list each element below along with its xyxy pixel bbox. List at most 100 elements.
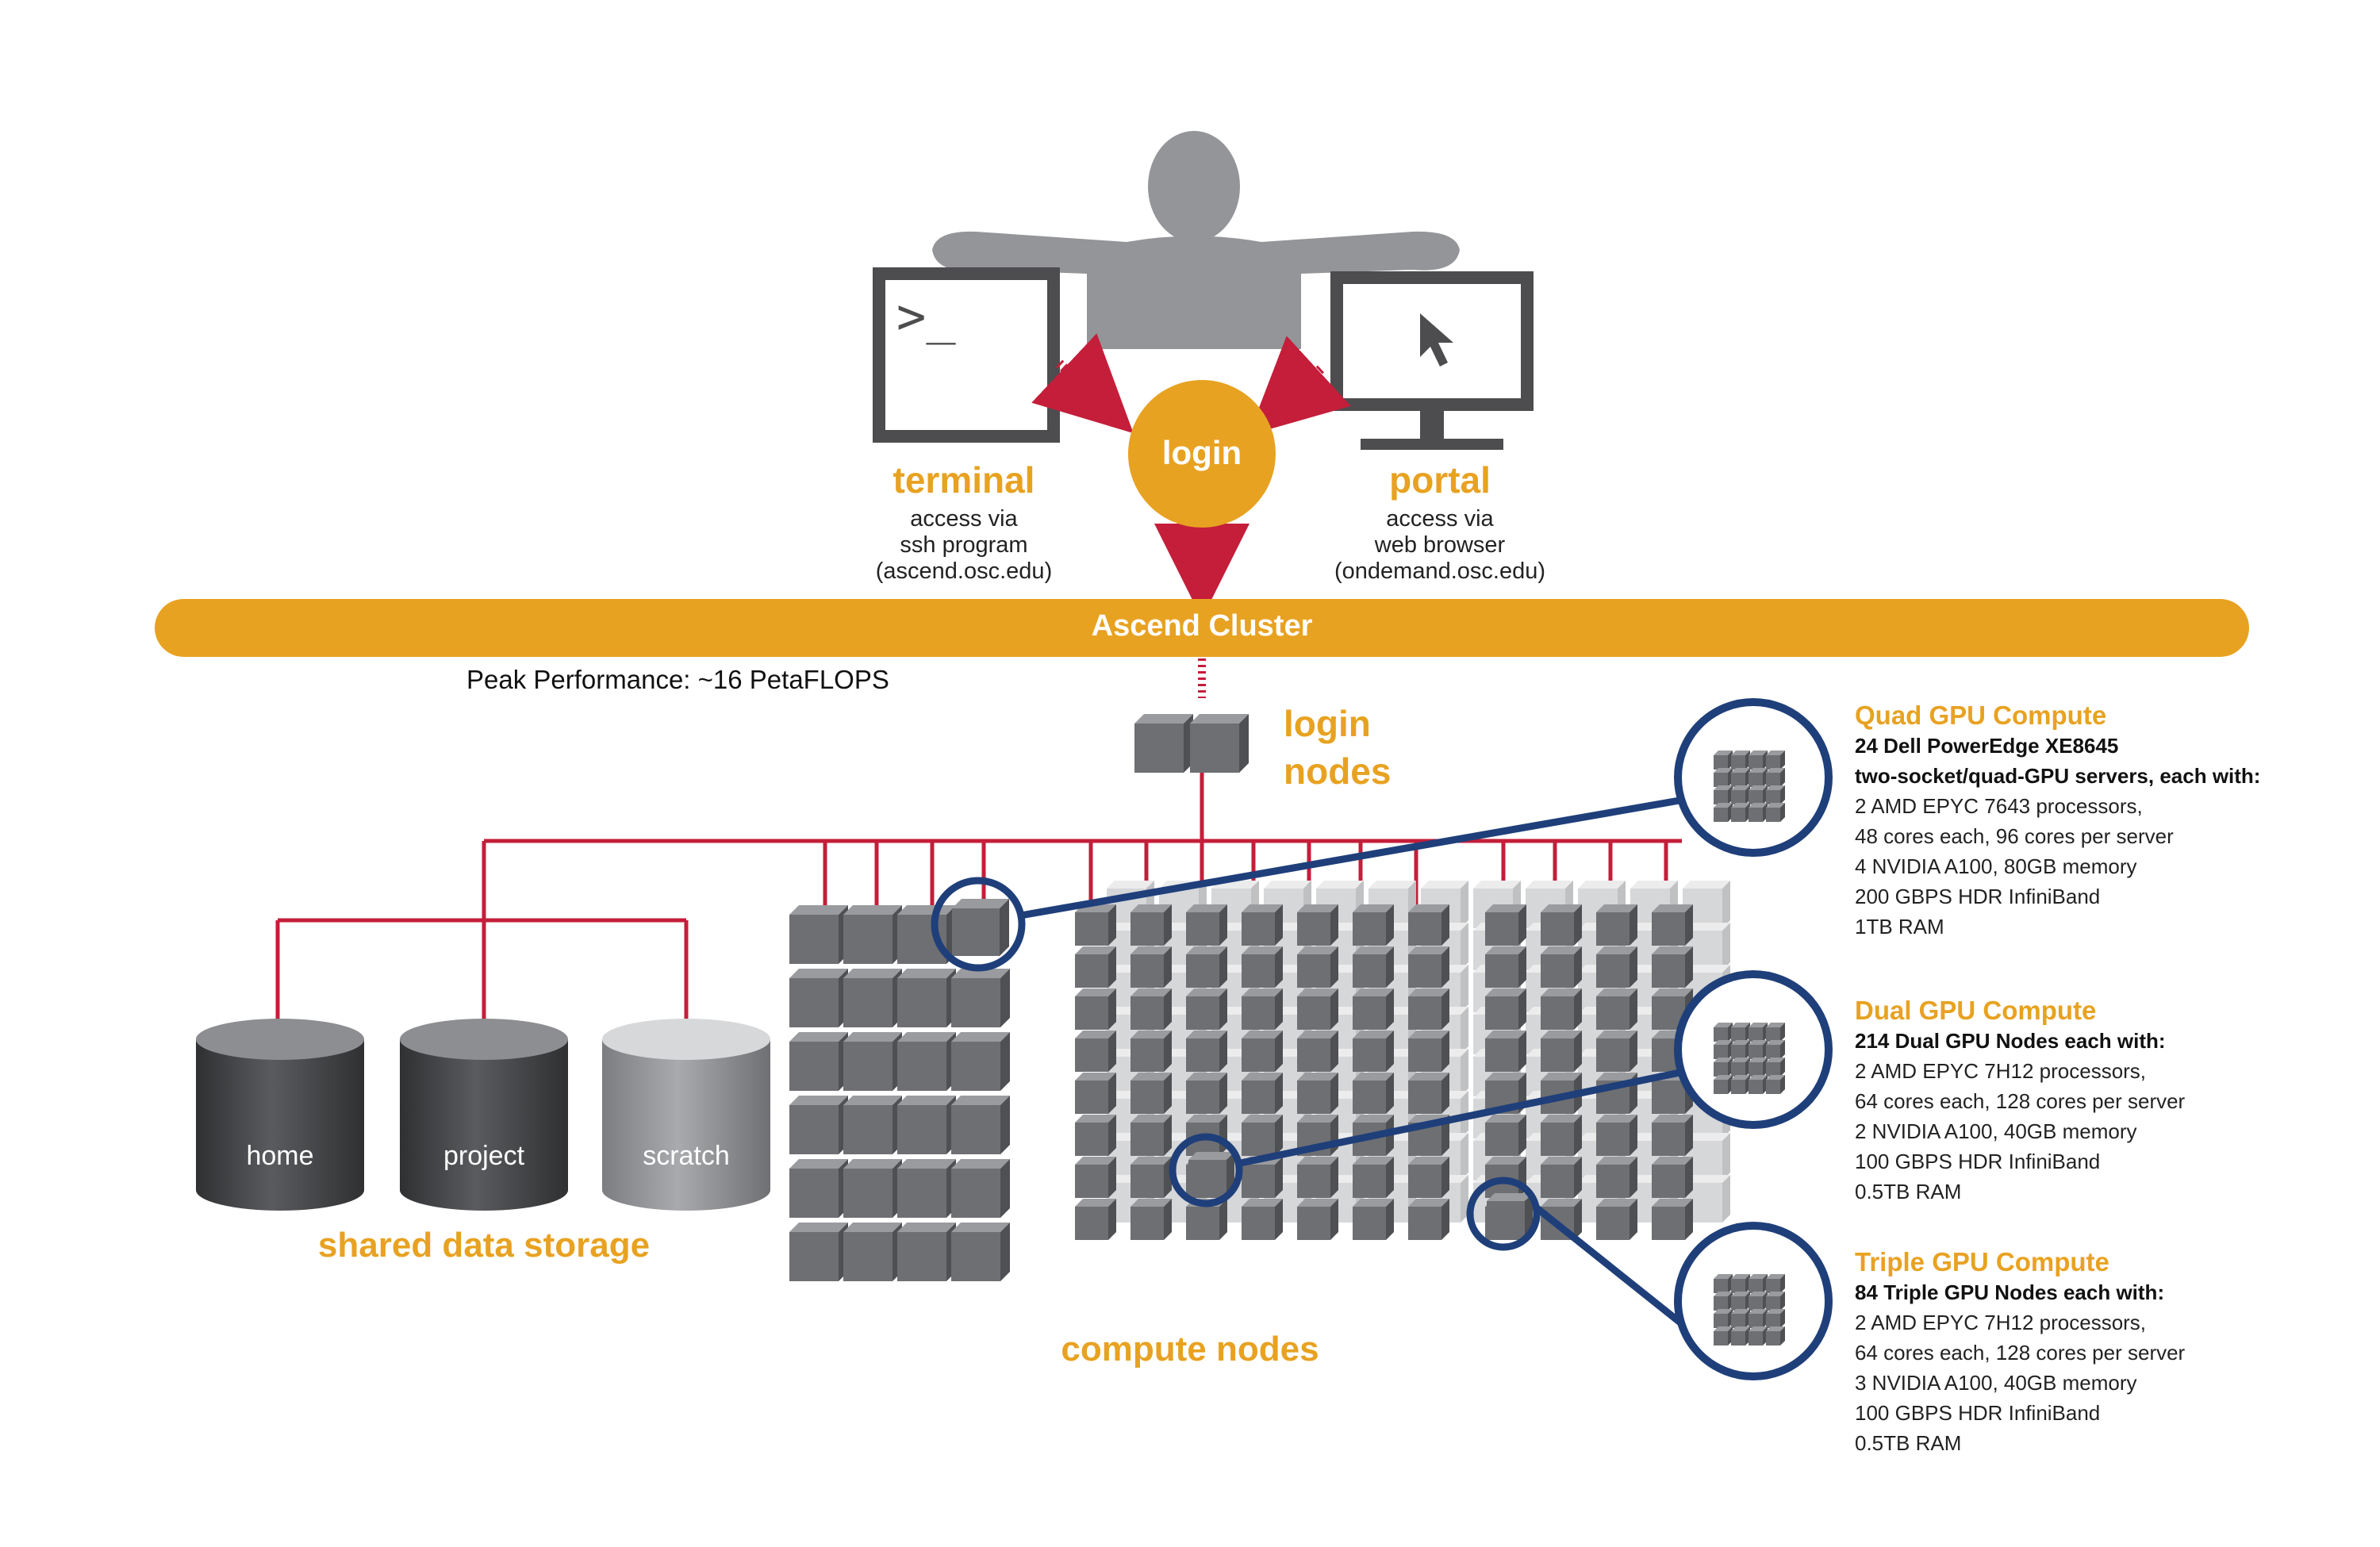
mini-node-cube bbox=[1714, 1274, 1733, 1293]
node-cube bbox=[1541, 1115, 1582, 1156]
terminal-line3: (ascend.osc.edu) bbox=[875, 559, 1053, 584]
node-cube bbox=[843, 969, 902, 1027]
node-cube bbox=[1242, 904, 1283, 946]
mini-node-cube bbox=[1731, 803, 1750, 822]
node-cube bbox=[1408, 1073, 1449, 1114]
portal-title: portal bbox=[1389, 459, 1491, 501]
mini-node-cube bbox=[1731, 785, 1750, 804]
login-node-cube bbox=[1190, 714, 1249, 773]
login-label: login bbox=[1162, 434, 1242, 471]
node-cube bbox=[1186, 1073, 1227, 1114]
node-cube bbox=[1130, 1115, 1172, 1156]
node-cube bbox=[1075, 1031, 1116, 1072]
mini-node-cube bbox=[1766, 1309, 1785, 1328]
mini-node-cube bbox=[1749, 1292, 1768, 1311]
node-cube bbox=[1652, 904, 1693, 946]
mini-node-cube bbox=[1714, 768, 1733, 787]
node-cube bbox=[1353, 904, 1394, 946]
triple-gpu-callout bbox=[1466, 1177, 1833, 1380]
node-cube bbox=[1596, 988, 1637, 1030]
node-cube bbox=[1075, 946, 1116, 988]
storage-cylinder bbox=[602, 1019, 770, 1211]
login-circle bbox=[1128, 380, 1276, 528]
node-cube bbox=[1130, 946, 1172, 988]
mini-node-cube bbox=[1714, 1075, 1733, 1094]
login-node-cubes bbox=[1134, 714, 1249, 773]
node-cube bbox=[1652, 1115, 1693, 1156]
cluster-bar bbox=[155, 599, 2249, 657]
mini-node-cube bbox=[1766, 1326, 1785, 1345]
spec-quad-line: 2 AMD EPYC 7643 processors, bbox=[1855, 794, 2143, 818]
node-cube bbox=[1485, 1115, 1526, 1156]
portal-line1: access via bbox=[1386, 506, 1494, 532]
node-cube bbox=[1186, 904, 1227, 946]
mini-node-cube bbox=[1731, 750, 1750, 770]
node-cube bbox=[789, 1159, 848, 1218]
quad-gpu-callout bbox=[931, 698, 1833, 972]
node-cube bbox=[1408, 1031, 1449, 1072]
node-cube bbox=[1075, 1199, 1116, 1240]
node-cube bbox=[1596, 904, 1637, 946]
mini-node-cube bbox=[1766, 1040, 1785, 1059]
callouts bbox=[931, 698, 1833, 1380]
node-cube bbox=[1186, 988, 1227, 1030]
spec-triple-title: Triple GPU Compute bbox=[1855, 1247, 2109, 1276]
node-cube bbox=[1353, 1073, 1394, 1114]
node-cube bbox=[1408, 946, 1449, 988]
node-cube bbox=[1130, 1031, 1172, 1072]
mini-node-cube bbox=[1714, 1309, 1733, 1328]
mini-node-cube bbox=[1731, 1023, 1750, 1042]
portal-monitor-icon bbox=[1330, 271, 1534, 450]
mini-node-cube bbox=[1749, 1040, 1768, 1059]
dual-gpu-callout bbox=[1169, 970, 1833, 1207]
node-cube bbox=[1652, 1199, 1693, 1240]
node-cube bbox=[1186, 946, 1227, 988]
spec-dual-line: 100 GBPS HDR InfiniBand bbox=[1855, 1150, 2101, 1173]
mini-node-cube bbox=[1766, 785, 1785, 804]
node-cube bbox=[1297, 904, 1338, 946]
spec-dual-line: 64 cores each, 128 cores per server bbox=[1855, 1089, 2186, 1113]
mini-node-cube bbox=[1731, 1274, 1750, 1293]
mini-node-cube bbox=[1714, 1058, 1733, 1077]
node-cube bbox=[789, 969, 848, 1027]
node-cube bbox=[1353, 988, 1394, 1030]
terminal-monitor-icon: >_ bbox=[873, 267, 1060, 443]
node-cube bbox=[951, 1096, 1010, 1154]
mini-node-cube bbox=[1714, 1023, 1733, 1042]
compute-caption: compute nodes bbox=[1061, 1330, 1319, 1368]
node-cube bbox=[789, 1096, 848, 1154]
highlighted-node-cube bbox=[1188, 1152, 1234, 1198]
node-cube bbox=[1353, 1157, 1394, 1198]
node-cube bbox=[1297, 1073, 1338, 1114]
compute-nodes-front bbox=[789, 899, 1693, 1281]
node-cube bbox=[1541, 946, 1582, 988]
mini-node-cube bbox=[1731, 1292, 1750, 1311]
mini-node-cube bbox=[1766, 750, 1785, 770]
spec-quad-line: 4 NVIDIA A100, 80GB memory bbox=[1855, 854, 2137, 878]
node-cube bbox=[1353, 1199, 1394, 1240]
node-cube bbox=[951, 1032, 1010, 1091]
terminal-title: terminal bbox=[892, 459, 1035, 501]
spec-dual-line: 0.5TB RAM bbox=[1855, 1180, 1962, 1203]
portal-line3: (ondemand.osc.edu) bbox=[1334, 559, 1545, 584]
node-cube bbox=[1130, 1157, 1172, 1198]
node-cube bbox=[1075, 1157, 1116, 1198]
mini-node-cube bbox=[1731, 1075, 1750, 1094]
login-nodes-line2: nodes bbox=[1284, 750, 1392, 792]
node-cube bbox=[1242, 1115, 1283, 1156]
node-cube bbox=[897, 1096, 956, 1154]
mini-node-cube bbox=[1714, 750, 1733, 770]
node-cube bbox=[1408, 904, 1449, 946]
portal-line2: web browser bbox=[1374, 532, 1506, 558]
access-arrows bbox=[1031, 333, 1351, 619]
mini-node-cube bbox=[1766, 1274, 1785, 1293]
spec-dual-title: Dual GPU Compute bbox=[1855, 996, 2097, 1025]
storage-caption: shared data storage bbox=[317, 1226, 651, 1265]
node-cube bbox=[1130, 1073, 1172, 1114]
node-cube bbox=[1297, 1157, 1338, 1198]
spec-quad-line: 200 GBPS HDR InfiniBand bbox=[1855, 885, 2101, 908]
storage-project: project bbox=[443, 1141, 525, 1171]
node-cube bbox=[1075, 1073, 1116, 1114]
node-cube bbox=[1652, 1157, 1693, 1198]
